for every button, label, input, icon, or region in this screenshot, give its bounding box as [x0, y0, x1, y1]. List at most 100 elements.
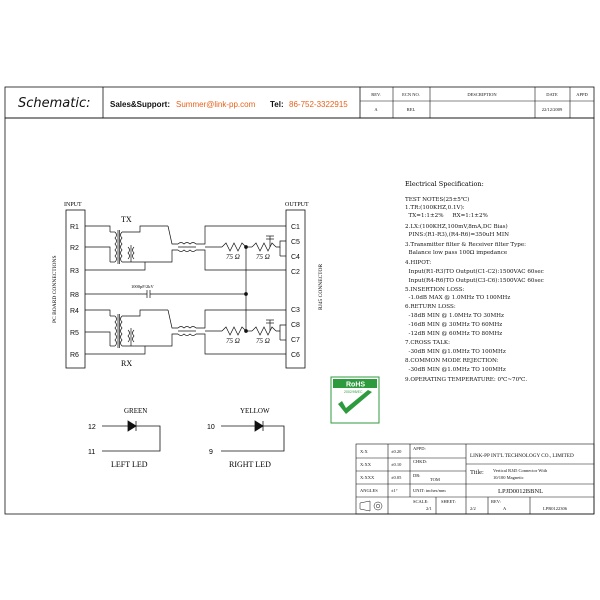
rx-label: RX: [121, 359, 132, 368]
title-block: [355, 443, 595, 515]
spec-line: 2.LX:(100KHZ,100mV,8mA,DC Bias): [405, 223, 508, 230]
pin-r8: R8: [70, 292, 79, 299]
output-label: OUTPUT: [285, 202, 309, 208]
rj45-label: RJ45 CONNECTOR: [318, 263, 324, 310]
tol-xxx-value: ±0.05: [391, 475, 402, 480]
pin-r5: R5: [70, 330, 79, 337]
spec-line: -1.0dB MAX @ 1.0MHz TO 100MHz: [405, 294, 510, 301]
right-led-color: YELLOW: [240, 407, 270, 415]
spec-line: 8.COMMON MODE REJECTION:: [405, 358, 499, 364]
appd-label: APPD:: [413, 446, 426, 451]
spec-line: Input(R4-R6)TO Output(C3-C6):1500VAC 60s…: [405, 277, 544, 284]
tx-circuit: [85, 225, 286, 271]
rohs-subtitle: 2002/95/EC: [344, 390, 363, 394]
spec-line: 7.CROSS TALK:: [405, 340, 450, 346]
spec-line: Balance low pass 100Ω impedance: [405, 250, 508, 256]
tol-x-value: ±0.20: [391, 449, 402, 454]
dr-value: TOM: [430, 477, 440, 482]
date-header: DATE: [546, 92, 558, 97]
right-led: [221, 420, 285, 452]
spec-line: -16dB MIN @ 30MHz TO 60MHz: [405, 321, 502, 328]
spec-lines: TEST NOTES(25±5℃) 1.TR:(100KHZ,0.1V): TX…: [405, 196, 544, 383]
spec-line: 6.RETURN LOSS:: [405, 304, 456, 310]
tol-xx-label: X:XX: [360, 462, 372, 467]
spec-line: Input(R1-R3)TO Output(C1-C2):1500VAC 60s…: [405, 268, 544, 275]
rev-value-block: A: [503, 506, 507, 511]
input-label: INPUT: [64, 202, 82, 208]
title-label: Title:: [470, 469, 484, 476]
rev-value: A: [374, 107, 378, 112]
tx-label: TX: [121, 215, 132, 224]
ecn-header: ECN NO.: [402, 92, 420, 97]
resistor-label-tx1: 75 Ω: [226, 253, 240, 261]
title-line-1: Vertical RJ45 Connector With: [493, 468, 548, 473]
spec-line: -30dB MIN @1.0MHz TO 100MHz: [405, 366, 506, 373]
description-header: DESCRIPTION: [467, 92, 497, 97]
tol-xxx-label: X:XXX: [360, 475, 375, 480]
right-led-label: RIGHT LED: [229, 460, 271, 469]
resistor-label-tx2: 75 Ω: [256, 253, 270, 261]
left-led: [102, 420, 161, 452]
rx-circuit: [85, 309, 286, 355]
r8-circuit: [85, 245, 248, 333]
tol-xx-value: ±0.10: [391, 462, 402, 467]
spec-title: Electrical Specification:: [405, 180, 484, 188]
scale-label: SCALE:: [413, 499, 429, 504]
pin-c8: C8: [291, 322, 300, 329]
projection-symbol: [359, 500, 383, 512]
cap-label: 1000pF/2kV: [131, 284, 155, 289]
spec-line: 3.Transmitter filter & Receiver filter T…: [405, 242, 526, 248]
resistor-label-rx1: 75 Ω: [226, 337, 240, 345]
right-led-pin-b: 9: [209, 449, 213, 456]
spec-line: -12dB MIN @ 60MHz TO 80MHz: [405, 330, 502, 337]
right-led-pin-a: 10: [207, 424, 215, 431]
support-email[interactable]: Summer@link-pp.com: [176, 100, 256, 109]
rev-label: REV:: [491, 499, 501, 504]
pin-c3: C3: [291, 307, 300, 314]
pin-r4: R4: [70, 308, 79, 315]
chkd-label: CHKD:: [413, 459, 427, 464]
left-led-label: LEFT LED: [111, 460, 148, 469]
tel-number: 86-752-3322915: [289, 100, 348, 109]
spec-line: -30dB MIN @1.0MHz TO 100MHz: [405, 348, 506, 355]
date-value: 22/12/2009: [542, 107, 563, 112]
dr-label: DR:: [413, 473, 421, 478]
rohs-badge: RoHS 2002/95/EC: [330, 376, 380, 424]
schematic-title: Schematic:: [18, 96, 91, 111]
left-led-pin-b: 11: [88, 449, 95, 456]
pin-c2: C2: [291, 269, 300, 276]
spec-line: 1.TR:(100KHZ,0.1V):: [405, 204, 465, 211]
title-line-2: 10/100 Magnetic: [493, 475, 524, 480]
spec-line: -18dB MIN @ 1.0MHz TO 30MHz: [405, 312, 504, 319]
check-icon: [338, 390, 372, 414]
ecn-value: REL: [407, 107, 416, 112]
pin-r2: R2: [70, 245, 79, 252]
angles-value: ±1°: [391, 488, 398, 493]
tel-label: Tel:: [270, 100, 284, 109]
pin-c4: C4: [291, 254, 300, 261]
pin-r1: R1: [70, 224, 79, 231]
spec-line: 9.OPERATING TEMPERATURE: 0℃~70℃.: [405, 376, 527, 383]
support-label: Sales&Support:: [110, 100, 170, 109]
pin-c7: C7: [291, 337, 300, 344]
spec-line: PINS:(R1-R3),(R4-R6)=350uH MIN: [405, 231, 509, 238]
rev-header: REV.: [371, 92, 381, 97]
rohs-title: RoHS: [346, 382, 365, 389]
doc-number: LPR0122306: [543, 506, 568, 511]
pin-r3: R3: [70, 268, 79, 275]
revision-table: [360, 87, 594, 118]
input-connector-box: [65, 209, 86, 369]
sheet-value: 2/2: [470, 506, 476, 511]
angles-label: ANGLES: [360, 488, 378, 493]
output-connector-box: [285, 209, 306, 369]
unit-label: UNIT: inches/mm: [413, 488, 446, 493]
scale-value: 2/1: [426, 506, 432, 511]
tol-x-label: X:X: [360, 449, 369, 454]
pin-c1: C1: [291, 224, 300, 231]
resistor-label-rx2: 75 Ω: [256, 337, 270, 345]
left-led-pin-a: 12: [88, 424, 96, 431]
left-led-color: GREEN: [124, 407, 147, 415]
spec-line: 5.INSERTION LOSS:: [405, 287, 465, 293]
pin-c5: C5: [291, 239, 300, 246]
